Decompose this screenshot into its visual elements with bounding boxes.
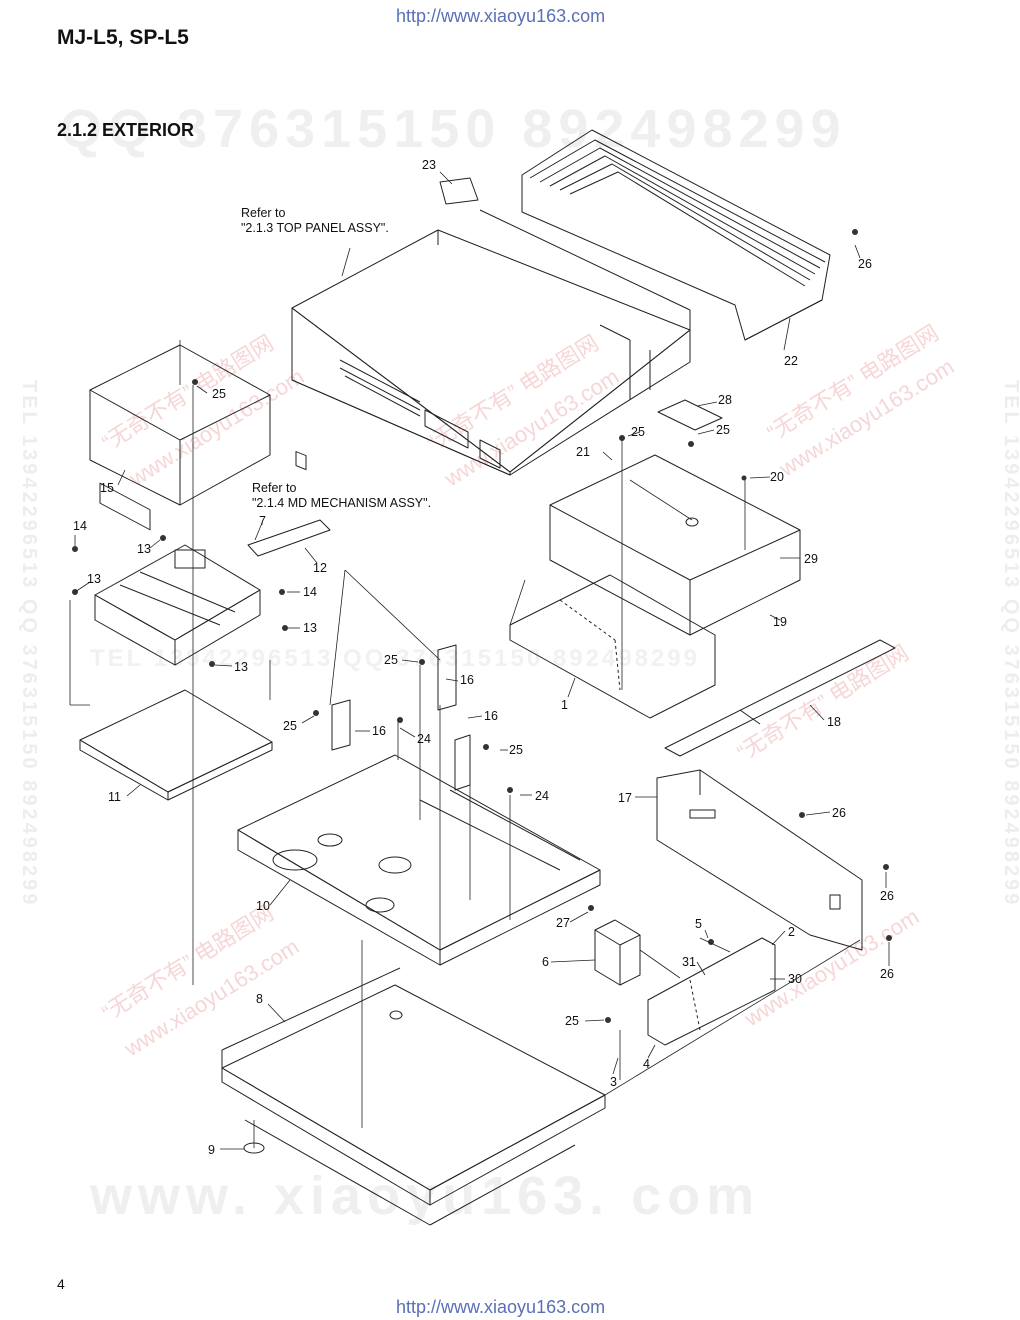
watermark-www: www. xiaoyu163. com	[90, 1166, 761, 1226]
label-25-c: 25	[384, 653, 398, 667]
section-title: 2.1.2 EXTERIOR	[57, 120, 195, 140]
label-26-c: 26	[880, 967, 894, 981]
label-23: 23	[422, 158, 436, 172]
part-10-main-chassis	[237, 754, 601, 966]
label-9: 9	[208, 1143, 215, 1157]
page-number: 4	[57, 1276, 65, 1292]
leader-lines	[69, 247, 861, 1148]
label-19: 19	[773, 615, 787, 629]
label-16-c: 16	[372, 724, 386, 738]
label-13-d: 13	[234, 660, 248, 674]
watermark-qq: QQ 376315150 892498299	[60, 99, 847, 159]
label-30: 30	[788, 972, 802, 986]
reference-md-mechanism-line1: Refer to	[252, 481, 297, 495]
label-14-left: 14	[73, 519, 87, 533]
reference-md-mechanism-line2: "2.1.4 MD MECHANISM ASSY".	[252, 496, 432, 510]
label-11: 11	[108, 790, 121, 804]
label-13-c: 13	[303, 621, 317, 635]
callout-leaders	[74, 171, 890, 1150]
label-15: 15	[100, 481, 114, 495]
part-11-bracket	[79, 689, 273, 801]
label-17: 17	[618, 791, 632, 805]
label-25-f: 25	[565, 1014, 579, 1028]
screws	[72, 229, 892, 1023]
label-25-d: 25	[283, 719, 297, 733]
md-mechanism	[94, 544, 261, 666]
part-6-transformer	[594, 919, 641, 986]
part-8-bottom-chassis	[221, 967, 606, 1226]
reference-top-panel-line2: "2.1.3 TOP PANEL ASSY".	[241, 221, 389, 235]
label-12: 12	[313, 561, 327, 575]
label-25-a: 25	[631, 425, 645, 439]
label-13-a: 13	[137, 542, 151, 556]
part-number-labels: 23 26 22 25 15 28 25 25 21 20 7 14 13 29…	[73, 158, 894, 1157]
label-25-case: 25	[212, 387, 226, 401]
reference-top-panel: Refer to "2.1.3 TOP PANEL ASSY".	[241, 206, 389, 236]
label-10: 10	[256, 899, 270, 913]
label-7: 7	[259, 514, 266, 528]
label-27: 27	[556, 916, 570, 930]
footer-url[interactable]: http://www.xiaoyu163.com	[396, 1297, 606, 1317]
part-1-board	[509, 574, 716, 719]
label-13-b: 13	[87, 572, 101, 586]
label-25-e: 25	[509, 743, 523, 757]
label-26-b: 26	[880, 889, 894, 903]
label-25-b: 25	[716, 423, 730, 437]
part-2-power-board	[647, 937, 776, 1046]
header-url[interactable]: http://www.xiaoyu163.com	[396, 6, 606, 26]
part-18-flat-cable	[664, 639, 896, 757]
label-26-top: 26	[858, 257, 872, 271]
label-24-b: 24	[535, 789, 549, 803]
label-18: 18	[827, 715, 841, 729]
part-17-rear-panel	[656, 769, 863, 951]
part-23-label-sheet	[439, 177, 479, 205]
watermark-tel: TEL 13942296513 QQ 376315150 892498299	[90, 645, 700, 672]
label-20: 20	[770, 470, 784, 484]
top-panel-assy	[291, 209, 691, 476]
label-28: 28	[718, 393, 732, 407]
label-2: 2	[788, 925, 795, 939]
label-26-a: 26	[832, 806, 846, 820]
part-12-flat-cable	[247, 519, 331, 557]
label-16-b: 16	[484, 709, 498, 723]
label-8: 8	[256, 992, 263, 1006]
label-1: 1	[561, 698, 568, 712]
label-22: 22	[784, 354, 798, 368]
part-22-front-panel	[521, 129, 831, 341]
label-16-a: 16	[460, 673, 474, 687]
label-5: 5	[695, 917, 702, 931]
label-4: 4	[643, 1057, 650, 1071]
label-21: 21	[576, 445, 590, 459]
model-title: MJ-L5, SP-L5	[57, 26, 189, 49]
label-6: 6	[542, 955, 549, 969]
reference-top-panel-line1: Refer to	[241, 206, 286, 220]
label-31: 31	[682, 955, 696, 969]
label-14-right: 14	[303, 585, 317, 599]
label-3: 3	[610, 1075, 617, 1089]
part-19-shield-cover	[549, 454, 801, 636]
part-28-sheet	[657, 399, 723, 431]
label-24-a: 24	[417, 732, 431, 746]
reference-md-mechanism: Refer to "2.1.4 MD MECHANISM ASSY".	[252, 481, 431, 511]
label-29: 29	[804, 552, 818, 566]
